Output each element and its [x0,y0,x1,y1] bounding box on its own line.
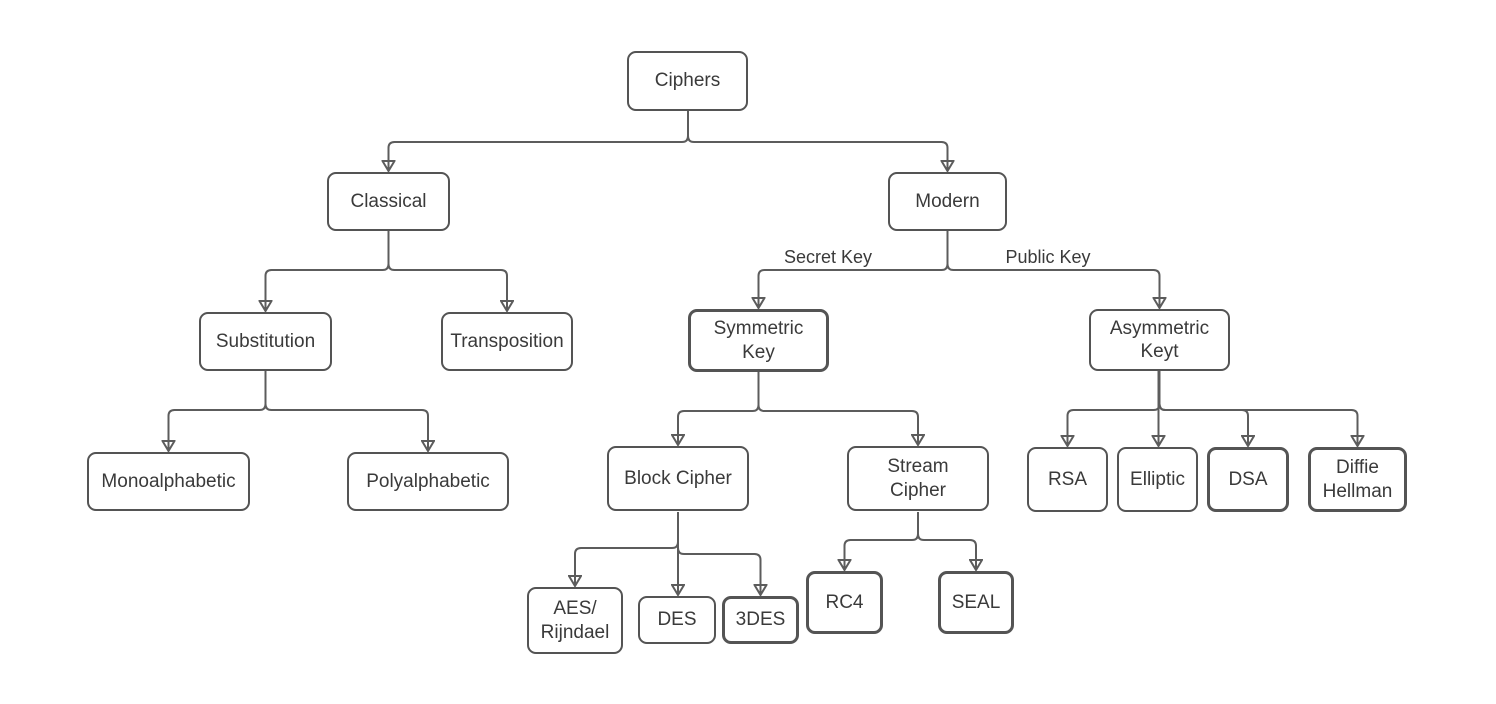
node-monoalphabetic[interactable]: Monoalphabetic [87,452,250,511]
node-symmetric-key[interactable]: Symmetric Key [688,309,829,372]
edge-label-public-key: Public Key [1003,247,1093,267]
edge-block-aes [575,512,679,585]
edge-modern-asymmetric [946,231,1160,307]
edge-substitution-monoalphabetic [169,371,267,450]
node-aes-rijndael[interactable]: AES/ Rijndael [527,587,623,654]
node-elliptic[interactable]: Elliptic [1117,447,1198,512]
edge-ciphers-modern [687,111,948,170]
edge-stream-seal [917,512,976,569]
node-des[interactable]: DES [638,596,716,644]
node-classical[interactable]: Classical [327,172,450,231]
node-substitution[interactable]: Substitution [199,312,332,371]
node-stream-cipher[interactable]: Stream Cipher [847,446,989,511]
node-seal[interactable]: SEAL [938,571,1014,634]
edge-block-3des [677,512,761,594]
node-rsa[interactable]: RSA [1027,447,1108,512]
edge-substitution-polyalphabetic [264,371,429,450]
edge-modern-symmetric [759,231,949,307]
edge-ciphers-classical [389,111,689,170]
node-diffie-hellman[interactable]: Diffie Hellman [1308,447,1407,512]
node-transposition[interactable]: Transposition [441,312,573,371]
node-polyalphabetic[interactable]: Polyalphabetic [347,452,509,511]
edge-symmetric-block [678,372,760,444]
node-dsa[interactable]: DSA [1207,447,1289,512]
edge-classical-transposition [387,231,508,310]
edge-asymmetric-rsa [1068,371,1161,445]
edge-asymmetric-dsa [1158,371,1249,445]
node-rc4[interactable]: RC4 [806,571,883,634]
node-asymmetric-key[interactable]: Asymmetric Keyt [1089,309,1230,371]
node-modern[interactable]: Modern [888,172,1007,231]
node-3des[interactable]: 3DES [722,596,799,644]
edge-stream-rc4 [845,512,919,569]
edge-classical-substitution [266,231,390,310]
edge-label-secret-key: Secret Key [781,247,875,267]
node-ciphers[interactable]: Ciphers [627,51,748,111]
edge-symmetric-stream [757,372,919,444]
node-block-cipher[interactable]: Block Cipher [607,446,749,511]
edge-asymmetric-diffie [1158,371,1358,445]
